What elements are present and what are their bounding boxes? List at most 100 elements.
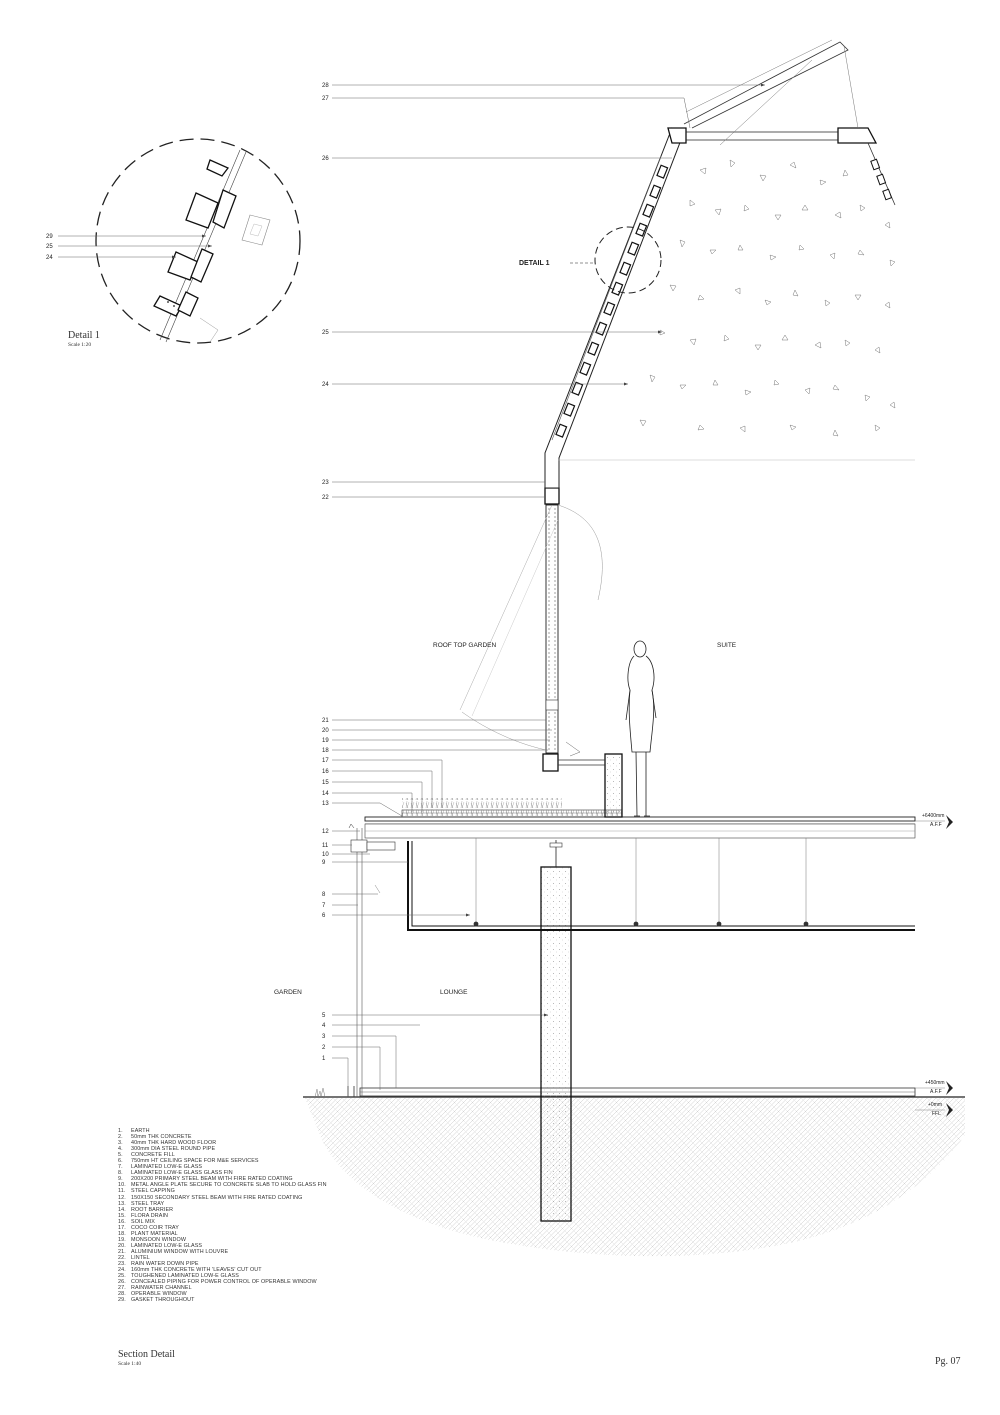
legend-item-number: 9. bbox=[118, 1176, 123, 1183]
legend-item: 11. STEEL CAPPING bbox=[118, 1188, 327, 1194]
legend-item-text: MONSOON WINDOW bbox=[131, 1236, 187, 1243]
legend-item: 13.STEEL TRAY bbox=[118, 1201, 327, 1207]
callout-24: 24 bbox=[322, 382, 329, 388]
legend-item-number: 6. bbox=[118, 1158, 123, 1165]
legend-item-number: 17. bbox=[118, 1224, 126, 1231]
legend-item-number: 18. bbox=[118, 1230, 126, 1237]
legend-item: 8.LAMINATED LOW-E GLASS GLASS FIN bbox=[118, 1170, 327, 1176]
legend-item: 23.RAIN WATER DOWN PIPE bbox=[118, 1261, 327, 1267]
legend-item-text: RAINWATER CHANNEL bbox=[131, 1285, 192, 1292]
upper-floor-slab bbox=[347, 809, 916, 1097]
callout-13: 13 bbox=[322, 801, 329, 807]
earth-ground bbox=[303, 1087, 965, 1257]
legend-item: 2. 50mm THK CONCRETE bbox=[118, 1134, 327, 1140]
legend-item-text: LINTEL bbox=[131, 1254, 150, 1261]
legend-item-number: 3. bbox=[118, 1140, 123, 1147]
legend-item-number: 11. bbox=[118, 1188, 126, 1195]
legend-item-number: 1. bbox=[118, 1128, 123, 1134]
legend-item-number: 23. bbox=[118, 1261, 126, 1268]
person-silhouette bbox=[625, 640, 657, 817]
room-label-suite: SUITE bbox=[717, 642, 737, 649]
legend-item-number: 2. bbox=[118, 1134, 123, 1141]
legend-item-text: LAMINATED LOW-E GLASS GLASS FIN bbox=[131, 1170, 233, 1177]
legend-item-number: 24. bbox=[118, 1267, 126, 1274]
callout-27: 27 bbox=[322, 96, 329, 102]
legend-item: 21. ALUMINIUM WINDOW WITH LOUVRE bbox=[118, 1249, 327, 1255]
level-upper-tag: A.F.F bbox=[930, 822, 942, 828]
room-label-lounge: LOUNGE bbox=[440, 989, 468, 996]
aluminium-window-with-louvre bbox=[459, 487, 603, 757]
level-marker-base: +0mm FFL bbox=[915, 1102, 953, 1117]
callout-18: 18 bbox=[322, 748, 329, 754]
legend-item-text: SOIL MIX bbox=[131, 1218, 155, 1225]
legend-item-text: FLORA DRAIN bbox=[131, 1212, 169, 1219]
legend-item-text: 300mm DIA STEEL ROUND PIPE bbox=[131, 1146, 216, 1153]
legend-item-text: EARTH bbox=[131, 1128, 150, 1134]
level-base-tag: FFL bbox=[932, 1111, 941, 1117]
callout-17: 17 bbox=[322, 758, 329, 764]
callout-26: 26 bbox=[322, 156, 329, 162]
legend-item-text: ALUMINIUM WINDOW WITH LOUVRE bbox=[131, 1248, 229, 1255]
legend-item-text: METAL ANGLE PLATE SECURE TO CONCRETE SLA… bbox=[131, 1182, 327, 1189]
legend-item-text: ROOT BARRIER bbox=[131, 1206, 174, 1213]
legend-item-text: 50mm THK CONCRETE bbox=[131, 1134, 192, 1141]
legend-item-text: GASKET THROUGHOUT bbox=[131, 1297, 195, 1304]
callout-numbers: 28 27 26 25 24 23 22 21 20 19 18 17 16 1… bbox=[46, 83, 329, 1062]
legend-item: 19. MONSOON WINDOW bbox=[118, 1237, 327, 1243]
callout-28: 28 bbox=[322, 83, 329, 89]
callout-4: 4 bbox=[322, 1023, 326, 1029]
legend-item-number: 19. bbox=[118, 1236, 126, 1243]
legend-item: 20.LAMINATED LOW-E GLASS bbox=[118, 1243, 327, 1249]
legend-item: 1. EARTH bbox=[118, 1128, 327, 1134]
section-scale: Scale 1:40 bbox=[118, 1361, 142, 1367]
legend-item: 26. CONCEALED PIPING FOR POWER CONTROL OF… bbox=[118, 1279, 327, 1285]
level-base-value: +0mm bbox=[928, 1102, 942, 1108]
legend-item: 28.OPERABLE WINDOW bbox=[118, 1291, 327, 1297]
legend-list: 1. EARTH 2. 50mm THK CONCRETE 3. 40mm THK HAR… bbox=[118, 1128, 327, 1303]
legend-item-number: 4. bbox=[118, 1146, 123, 1153]
legend-item-text: STEEL CAPPING bbox=[131, 1188, 175, 1195]
callout-21: 21 bbox=[322, 718, 329, 724]
legend-item-number: 21. bbox=[118, 1248, 126, 1255]
leader-arrows bbox=[172, 83, 765, 1017]
detail-title: Detail 1 bbox=[68, 330, 100, 341]
legend-item: 6.750mm HT CEILING SPACE FOR M&E SERVICE… bbox=[118, 1158, 327, 1164]
legend-item-text: CONCRETE FILL bbox=[131, 1152, 175, 1159]
legend-item: 18.PLANT MATERIAL bbox=[118, 1231, 327, 1237]
callout-12: 12 bbox=[322, 829, 329, 835]
detail-1-enlarged bbox=[95, 138, 301, 344]
callout-3: 3 bbox=[322, 1034, 326, 1040]
legend-item-number: 20. bbox=[118, 1242, 126, 1249]
legend-item-number: 27. bbox=[118, 1285, 126, 1292]
callout-6: 6 bbox=[322, 913, 326, 919]
legend-item: 12.150X150 SECONDARY STEEL BEAM WITH FIR… bbox=[118, 1195, 327, 1201]
legend-item-text: CONCEALED PIPING FOR POWER CONTROL OF OP… bbox=[131, 1279, 317, 1286]
callout-9: 9 bbox=[322, 860, 326, 866]
callout-14: 14 bbox=[322, 791, 329, 797]
legend-item: 4. 300mm DIA STEEL ROUND PIPE bbox=[118, 1146, 327, 1152]
room-label-garden: GARDEN bbox=[274, 989, 302, 996]
legend-item: 25.TOUGHENED LAMINATED LOW-E GLASS bbox=[118, 1273, 327, 1279]
sloped-leaf-wall bbox=[544, 39, 915, 489]
legend-item-number: 14. bbox=[118, 1206, 126, 1213]
legend-item-number: 28. bbox=[118, 1291, 126, 1298]
callout-11: 11 bbox=[322, 843, 329, 849]
legend-item: 15.FLORA DRAIN bbox=[118, 1213, 327, 1219]
legend-item-number: 7. bbox=[118, 1164, 123, 1171]
room-label-roof-top-garden: ROOF TOP GARDEN bbox=[433, 642, 497, 649]
level-marker-upper: +6400mm A.F.F bbox=[915, 813, 953, 829]
legend-item-text: LAMINATED LOW-E GLASS bbox=[131, 1164, 203, 1171]
callout-2: 2 bbox=[322, 1045, 326, 1051]
legend-item-text: 40mm THK HARD WOOD FLOOR bbox=[131, 1140, 217, 1147]
leaf-shadow-pattern bbox=[639, 159, 896, 437]
legend-item: 7. LAMINATED LOW-E GLASS bbox=[118, 1164, 327, 1170]
legend-item: 27. RAINWATER CHANNEL bbox=[118, 1285, 327, 1291]
callout-10: 10 bbox=[322, 852, 329, 858]
legend-item: 24.160mm THK CONCRETE WITH 'LEAVES' CUT … bbox=[118, 1267, 327, 1273]
legend-item-number: 29. bbox=[118, 1297, 126, 1304]
legend-item-number: 5. bbox=[118, 1152, 123, 1159]
callout-22: 22 bbox=[322, 495, 329, 501]
legend-item-text: 150X150 SECONDARY STEEL BEAM WITH FIRE R… bbox=[131, 1194, 303, 1201]
legend-item-number: 26. bbox=[118, 1279, 126, 1286]
